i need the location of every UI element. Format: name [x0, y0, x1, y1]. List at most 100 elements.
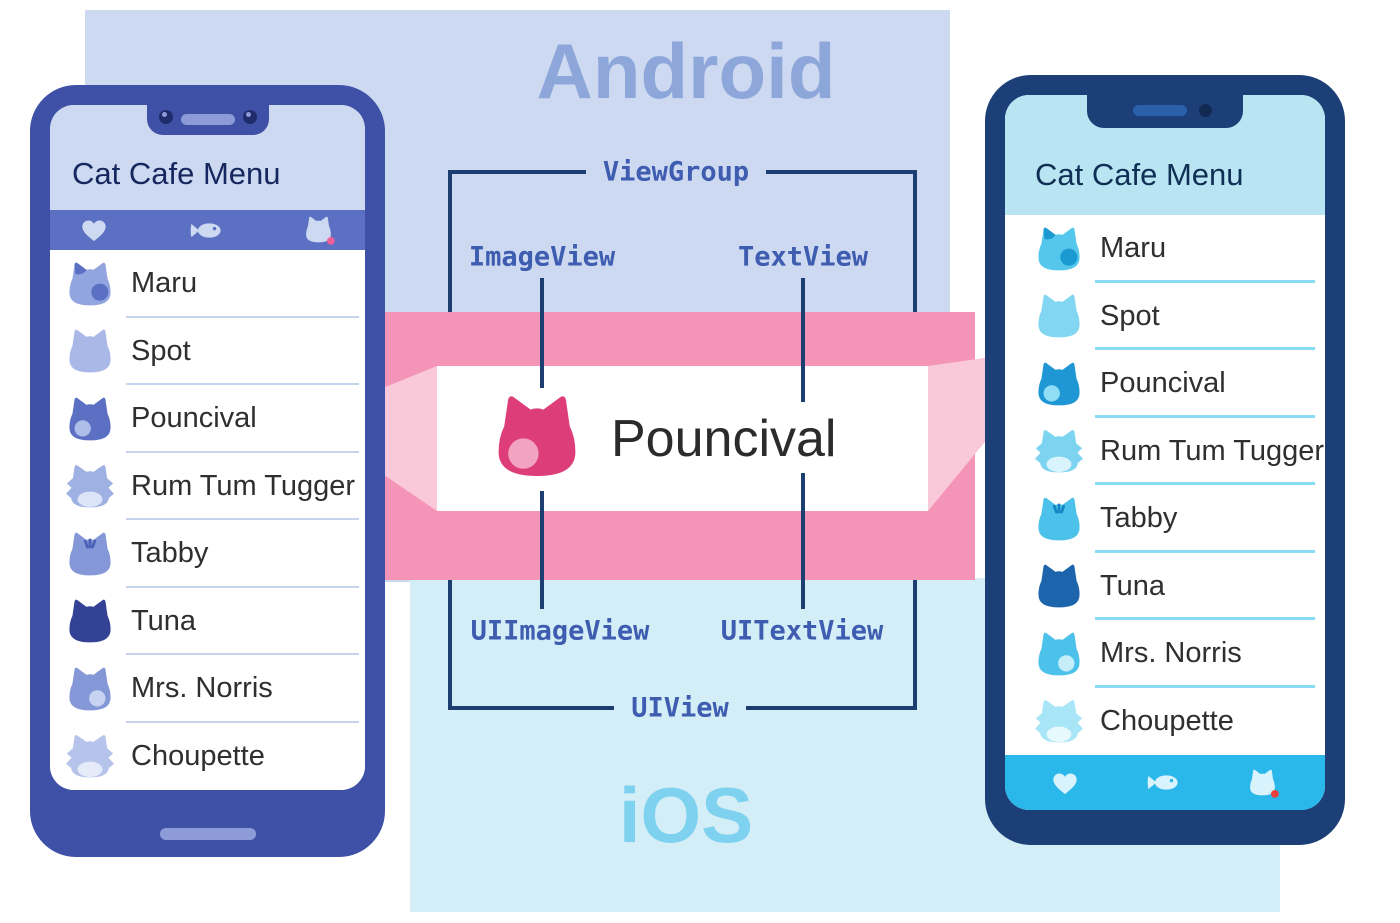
- cat-icon: [69, 532, 111, 576]
- row-separator: [126, 383, 359, 385]
- cat-name: Rum Tum Tugger: [1100, 434, 1325, 467]
- android-platform-label: Android: [536, 27, 836, 115]
- cat-name: Spot: [1100, 299, 1160, 332]
- cat-icon: [69, 397, 111, 441]
- row-separator: [126, 315, 359, 318]
- row-separator: [126, 653, 359, 655]
- android-app-title: Cat Cafe Menu: [72, 156, 281, 191]
- cat-name: Spot: [131, 334, 191, 367]
- camera-icon: [158, 110, 173, 124]
- row-separator: [1095, 549, 1315, 553]
- cat-name: Pouncival: [131, 402, 257, 435]
- cat-name: Tuna: [1100, 569, 1166, 602]
- cat-name: Tabby: [131, 537, 209, 570]
- cat-icon: [1038, 227, 1080, 271]
- row-separator: [1095, 482, 1315, 485]
- cat-icon: [69, 329, 111, 373]
- menu-item-spot[interactable]: Spot: [50, 318, 365, 385]
- cat-name: Mrs. Norris: [131, 672, 273, 705]
- menu-item-rum-tum-tugger[interactable]: Rum Tum Tugger: [1005, 418, 1325, 485]
- ios-app-title: Cat Cafe Menu: [1035, 157, 1244, 192]
- android-notch: [146, 105, 269, 135]
- menu-item-mrs-norris[interactable]: Mrs. Norris: [1005, 620, 1325, 688]
- cat-icon: [66, 735, 114, 778]
- notification-dot: [327, 236, 335, 245]
- cat-icon: [1038, 564, 1080, 608]
- cat-name: Mrs. Norris: [1100, 637, 1242, 670]
- cat-icon: [1038, 362, 1080, 406]
- cat-name: Pouncival: [1100, 367, 1226, 400]
- fish-icon[interactable]: [189, 220, 223, 241]
- row-separator: [126, 585, 359, 588]
- speaker-grille: [180, 114, 235, 125]
- menu-item-pouncival[interactable]: Pouncival: [1005, 350, 1325, 418]
- cat-icon: [66, 465, 114, 508]
- ios-toolbar: [1005, 755, 1325, 810]
- row-separator: [126, 450, 359, 453]
- cat-name: Choupette: [1100, 704, 1234, 737]
- android-toolbar: [50, 210, 365, 250]
- menu-item-tuna[interactable]: Tuna: [50, 588, 365, 655]
- cat-notification-icon[interactable]: [1247, 768, 1279, 798]
- camera-icon: [1199, 104, 1212, 117]
- row-separator: [1095, 347, 1315, 350]
- label-uiview: UIView: [631, 692, 729, 724]
- pouncival-cat-icon: [489, 391, 585, 486]
- label-viewgroup: ViewGroup: [602, 156, 750, 188]
- row-separator: [1095, 684, 1315, 688]
- cat-name: Rum Tum Tugger: [131, 469, 356, 502]
- row-separator: [1095, 414, 1315, 418]
- menu-item-tabby[interactable]: Tabby: [50, 520, 365, 588]
- menu-item-tabby[interactable]: Tabby: [1005, 485, 1325, 553]
- row-separator: [1095, 279, 1315, 283]
- label-imageview: ImageView: [468, 241, 616, 273]
- cat-notification-icon[interactable]: [303, 215, 335, 245]
- cat-icon: [69, 667, 111, 711]
- speaker-grille: [1133, 105, 1187, 116]
- cat-name: Tabby: [1100, 502, 1178, 535]
- fish-icon[interactable]: [1146, 772, 1180, 793]
- label-uiimageview: UIImageView: [470, 615, 650, 647]
- highlight-card-name: Pouncival: [611, 409, 837, 468]
- heart-icon[interactable]: [1051, 770, 1079, 796]
- cat-icon: [1035, 430, 1083, 473]
- notification-dot: [1271, 789, 1279, 798]
- ios-notch: [1087, 95, 1243, 128]
- heart-icon[interactable]: [80, 217, 108, 243]
- highlight-card: Pouncival: [437, 366, 928, 511]
- row-separator: [126, 720, 359, 723]
- cat-icon: [498, 396, 576, 476]
- cat-icon: [1038, 497, 1080, 541]
- cat-icon: [69, 262, 111, 306]
- cat-name: Choupette: [131, 739, 265, 772]
- cat-icon: [1035, 700, 1083, 743]
- cat-name: Tuna: [131, 604, 197, 637]
- menu-item-maru[interactable]: Maru: [1005, 215, 1325, 283]
- row-separator: [126, 518, 359, 520]
- home-indicator[interactable]: [159, 828, 256, 840]
- label-uitextview: UITextView: [720, 615, 884, 647]
- menu-item-mrs-norris[interactable]: Mrs. Norris: [50, 655, 365, 723]
- cat-icon: [69, 599, 111, 643]
- menu-item-choupette[interactable]: Choupette: [1005, 688, 1325, 756]
- menu-item-tuna[interactable]: Tuna: [1005, 553, 1325, 620]
- camera-icon: [242, 110, 257, 124]
- cat-icon: [1038, 294, 1080, 338]
- menu-item-spot[interactable]: Spot: [1005, 283, 1325, 350]
- menu-item-rum-tum-tugger[interactable]: Rum Tum Tugger: [50, 453, 365, 520]
- cat-icon: [1038, 632, 1080, 676]
- label-textview: TextView: [737, 241, 869, 273]
- row-separator: [1095, 617, 1315, 620]
- cat-name: Maru: [1100, 232, 1167, 265]
- ios-platform-label: iOS: [618, 771, 754, 859]
- menu-item-choupette[interactable]: Choupette: [50, 723, 365, 791]
- menu-item-maru[interactable]: Maru: [50, 250, 365, 318]
- menu-item-pouncival[interactable]: Pouncival: [50, 385, 365, 453]
- cat-name: Maru: [131, 267, 198, 300]
